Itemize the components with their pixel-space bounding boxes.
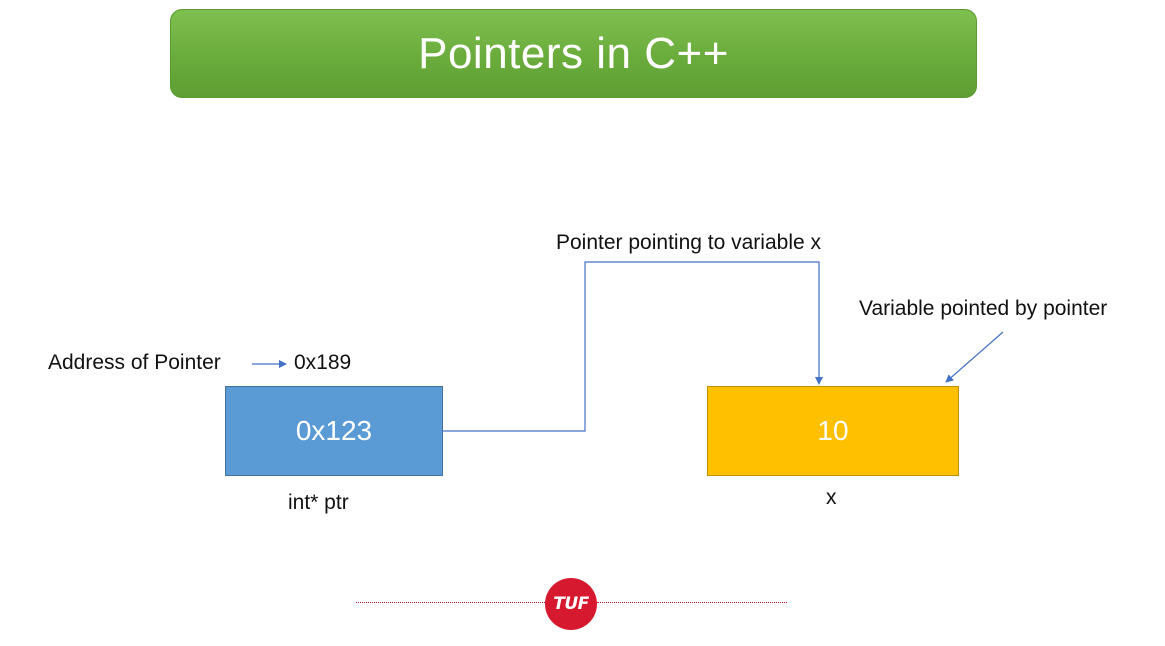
- tuf-logo: TUF: [545, 578, 597, 630]
- pointer-box: 0x123: [225, 386, 443, 476]
- footer-divider-left: [356, 602, 545, 603]
- pointer-value: 0x123: [295, 415, 373, 446]
- address-label: Address of Pointer: [48, 351, 221, 374]
- variable-name: x: [826, 486, 837, 509]
- pointer-name: int* ptr: [288, 491, 349, 514]
- footer-divider-right: [597, 602, 787, 603]
- title-banner: Pointers in C++: [170, 9, 977, 98]
- logo-text: TUF: [553, 594, 589, 614]
- page-title: Pointers in C++: [418, 28, 729, 78]
- variable-caption-arrow: [945, 331, 1004, 383]
- pointer-connector: [443, 261, 823, 432]
- pointing-caption: Pointer pointing to variable x: [556, 231, 821, 254]
- variable-value: 10: [817, 415, 849, 446]
- variable-box: 10: [707, 386, 959, 476]
- variable-caption: Variable pointed by pointer: [859, 297, 1108, 320]
- address-value: 0x189: [294, 351, 352, 374]
